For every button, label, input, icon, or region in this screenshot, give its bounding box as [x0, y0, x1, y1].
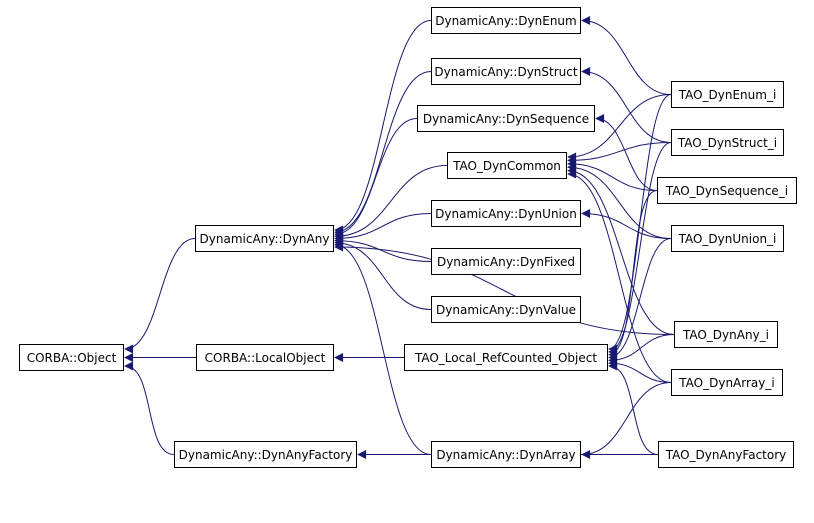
- node-tao-dynstruct-i[interactable]: TAO_DynStruct_i: [671, 129, 784, 156]
- edge-dynarray-to-dynany: [334, 240, 432, 455]
- node-tao-local-refcounted-object[interactable]: TAO_Local_RefCounted_Object: [404, 344, 608, 371]
- edge-dynfixed-to-dynany: [334, 236, 432, 262]
- edge-tao_dynstruct_i-to-tao_local_refcounted: [608, 142, 672, 357]
- edge-tao_dynunion_i-to-tao_dyncommon: [567, 162, 672, 239]
- edge-tao_dynany_i-to-tao_local_refcounted: [608, 334, 675, 365]
- node-tao-dyncommon[interactable]: TAO_DynCommon: [447, 152, 567, 179]
- edge-tao_dynsequence_i-to-tao_dyncommon: [567, 159, 658, 191]
- edge-tao_dynstruct_i-to-tao_dyncommon: [567, 142, 672, 165]
- node-tao-dynarray-i[interactable]: TAO_DynArray_i: [671, 369, 783, 396]
- edge-tao_dynunion_i-to-tao_local_refcounted: [608, 238, 672, 362]
- node-dynanyfactory[interactable]: DynamicAny::DynAnyFactory: [174, 441, 357, 468]
- node-dynany[interactable]: DynamicAny::DynAny: [195, 225, 334, 252]
- edge-tao_dynarray_i-to-tao_dyncommon: [567, 169, 672, 383]
- node-dynsequence[interactable]: DynamicAny::DynSequence: [417, 105, 595, 132]
- edge-dynenum-to-dynany: [334, 20, 432, 235]
- node-localobject[interactable]: CORBA::LocalObject: [196, 344, 334, 371]
- node-dynstruct[interactable]: DynamicAny::DynStruct: [431, 58, 581, 85]
- edge-tao_dynany_i-to-tao_dyncommon: [567, 166, 675, 335]
- node-tao-dynenum-i[interactable]: TAO_DynEnum_i: [671, 81, 784, 108]
- node-tao-dynsequence-i[interactable]: TAO_DynSequence_i: [657, 177, 797, 204]
- node-dynenum[interactable]: DynamicAny::DynEnum: [431, 7, 581, 34]
- edge-dynstruct-to-dynany: [334, 71, 432, 237]
- node-dynfixed[interactable]: DynamicAny::DynFixed: [431, 248, 581, 275]
- node-corba-object[interactable]: CORBA::Object: [19, 344, 124, 371]
- edge-dynsequence-to-dynany: [334, 118, 418, 239]
- node-dynarray[interactable]: DynamicAny::DynArray: [431, 441, 581, 468]
- edge-tao_dynenum_i-to-dynenum: [581, 16, 672, 95]
- edge-dynany-to-corba_object: [124, 238, 196, 354]
- node-tao-dynany-i[interactable]: TAO_DynAny_i: [674, 321, 778, 348]
- edge-tao_dynsequence_i-to-tao_local_refcounted: [608, 190, 658, 360]
- node-tao-dynunion-i[interactable]: TAO_DynUnion_i: [671, 225, 784, 252]
- edge-tao_dynsequence_i-to-dynsequence: [595, 114, 658, 191]
- node-dynunion[interactable]: DynamicAny::DynUnion: [431, 200, 581, 227]
- node-dynvalue[interactable]: DynamicAny::DynValue: [431, 296, 581, 323]
- edge-dynvalue-to-dynany: [334, 238, 432, 310]
- node-tao-dynanyfactory[interactable]: TAO_DynAnyFactory: [658, 441, 794, 468]
- edge-dynanyfactory-to-corba_object: [124, 361, 175, 455]
- edge-tao_dynunion_i-to-dynunion: [581, 209, 672, 239]
- edge-tao_dynany_i-to-dynany: [334, 242, 675, 335]
- edge-tao_dynanyfactory-to-tao_local_refcounted: [608, 361, 659, 455]
- edge-tao_dynenum_i-to-tao_dyncommon: [567, 94, 672, 162]
- edge-tao_dynstruct_i-to-dynstruct: [581, 67, 672, 143]
- edge-dynunion-to-dynany: [334, 213, 432, 243]
- edge-tao_dynarray_i-to-dynarray: [581, 382, 672, 459]
- edge-tao_dynarray_i-to-tao_local_refcounted: [608, 358, 672, 383]
- edge-tao_dyncommon-to-dynany: [334, 165, 448, 241]
